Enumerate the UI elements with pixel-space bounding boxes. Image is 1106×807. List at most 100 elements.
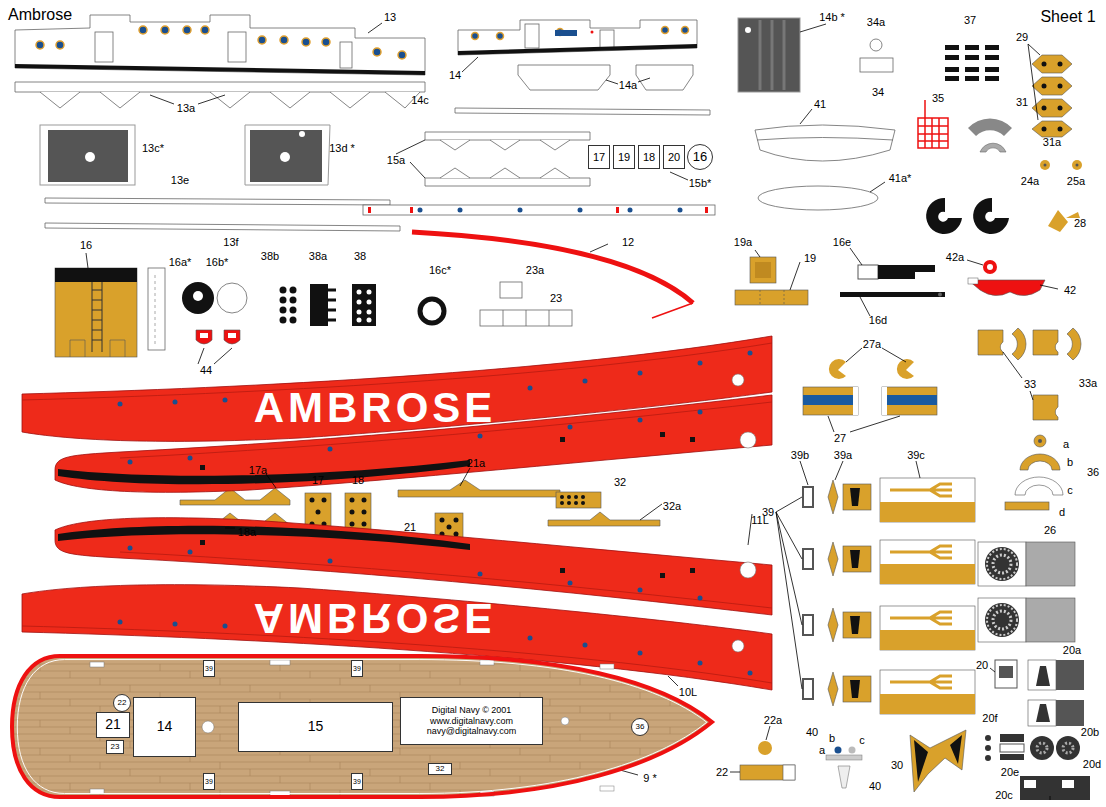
callout-number: 34a: [867, 16, 885, 29]
callout-number: 32a: [663, 500, 681, 513]
callout-number: Sheet 1: [1040, 8, 1095, 26]
callout-number: 13e: [171, 174, 189, 187]
callout-number: 33a: [1079, 377, 1097, 390]
hull-name: AMBROSE: [254, 597, 497, 639]
deck-marking: 32: [428, 763, 452, 775]
callout-number: 30: [891, 759, 903, 772]
callout-number: 20a: [1063, 644, 1081, 657]
callout-number: 38a: [309, 250, 327, 263]
part-number: 14: [157, 719, 173, 734]
callout-number: 16: [80, 239, 92, 252]
callout-number: 33: [1024, 378, 1036, 391]
part-number: 39: [205, 665, 213, 673]
callout-number: 42: [1064, 284, 1076, 297]
callout-number: 23a: [526, 264, 544, 277]
part-number: 18: [643, 151, 655, 163]
callout-number: 14: [449, 69, 461, 82]
callout-number: 16b*: [206, 256, 229, 269]
callout-number: 25a: [1067, 175, 1085, 188]
part-number: 20: [668, 151, 680, 163]
callout-number: 24a: [1021, 175, 1039, 188]
callout-number: 16c*: [429, 264, 451, 277]
callout-number: 20b: [1081, 726, 1099, 739]
part-number: 32: [436, 765, 445, 774]
deck-marking: 39: [351, 773, 363, 790]
callout-number: 9 *: [643, 772, 656, 785]
callout-number: 27: [834, 432, 846, 445]
callout-number: 17: [312, 474, 324, 487]
part-number: 39: [205, 778, 213, 786]
part-number: 19: [618, 151, 630, 163]
callout-number: 14b *: [819, 11, 845, 24]
deck-marking: 15: [238, 702, 393, 752]
callout-number: 19: [804, 252, 816, 265]
deck-marking: 39: [351, 660, 363, 677]
callout-number: 37: [964, 14, 976, 27]
callout-number: 22a: [764, 714, 782, 727]
part-number: 15: [308, 719, 324, 734]
callout-number: 13: [384, 11, 396, 24]
callout-number: 20d: [1083, 758, 1101, 771]
callout-number: 42a: [946, 251, 964, 264]
callout-number: 27a: [863, 338, 881, 351]
part-number-box: 19: [613, 145, 635, 169]
callout-number: 39: [762, 506, 774, 519]
deck-marking: 39: [203, 773, 215, 790]
callout-number: 38b: [261, 250, 279, 263]
deck-marking: 36: [631, 718, 649, 736]
copyright-note: Digital Navy © 2001 www.digitalnavy.com …: [405, 705, 538, 737]
callout-number: c: [859, 734, 865, 747]
callout-number: 14a: [619, 79, 637, 92]
callout-number: 22: [716, 766, 728, 779]
callout-number: 28: [1074, 217, 1086, 230]
callout-number: 18: [352, 474, 364, 487]
callout-number: 13a: [177, 102, 195, 115]
part-number-box: 17: [588, 145, 610, 169]
deck-marking: 39: [203, 660, 215, 677]
callout-number: 34: [872, 86, 884, 99]
callout-number: 10L: [679, 686, 697, 699]
part-number-circle: 16: [687, 144, 713, 170]
part-number: 39: [353, 665, 361, 673]
callout-number: 40: [806, 726, 818, 739]
callout-number: 38: [354, 250, 366, 263]
callout-number: 13d *: [329, 142, 355, 155]
callout-number: 18a: [238, 526, 256, 539]
callout-number: c: [1067, 484, 1073, 497]
callout-number: 32: [614, 476, 626, 489]
sheet-title: Ambrose: [8, 6, 72, 24]
callout-number: 20f: [982, 712, 997, 725]
callout-number: 20e: [1001, 766, 1019, 779]
copyright-box: Digital Navy © 2001 www.digitalnavy.com …: [400, 697, 543, 745]
callout-number: 16a*: [169, 256, 192, 269]
callout-number: d: [1059, 506, 1065, 519]
callout-number: 41: [814, 98, 826, 111]
hull-side-piece: AMBROSE: [20, 334, 776, 444]
hull-name: AMBROSE: [254, 387, 497, 429]
callout-number: 14c: [411, 94, 429, 107]
callout-number: 35: [932, 92, 944, 105]
part-number: 22: [118, 699, 127, 708]
callout-number: 26: [1044, 524, 1056, 537]
callout-number: 20c: [995, 789, 1013, 802]
deck-marking: 21: [96, 712, 130, 738]
callout-number: 36: [1087, 466, 1099, 479]
callout-number: 19a: [734, 236, 752, 249]
deck-marking: 23: [106, 740, 124, 754]
callout-number: 39a: [834, 449, 852, 462]
deck-marking: 14: [133, 697, 196, 757]
callout-number: 39c: [907, 449, 925, 462]
callout-number: 31: [1016, 96, 1028, 109]
part-number: 23: [111, 743, 120, 752]
deck-marking: 22: [113, 694, 131, 712]
callout-number: 20: [976, 659, 988, 672]
callout-number: 13c*: [142, 142, 164, 155]
callout-number: 31a: [1043, 136, 1061, 149]
callout-number: 40: [869, 780, 881, 793]
callout-number: a: [819, 744, 825, 757]
deck-piece: 222114233939153939Digital Navy © 2001 ww…: [10, 653, 716, 800]
part-number: 36: [636, 723, 645, 732]
part-number: 21: [105, 717, 121, 732]
part-number-box: 18: [638, 145, 660, 169]
callout-number: 16d: [869, 314, 887, 327]
